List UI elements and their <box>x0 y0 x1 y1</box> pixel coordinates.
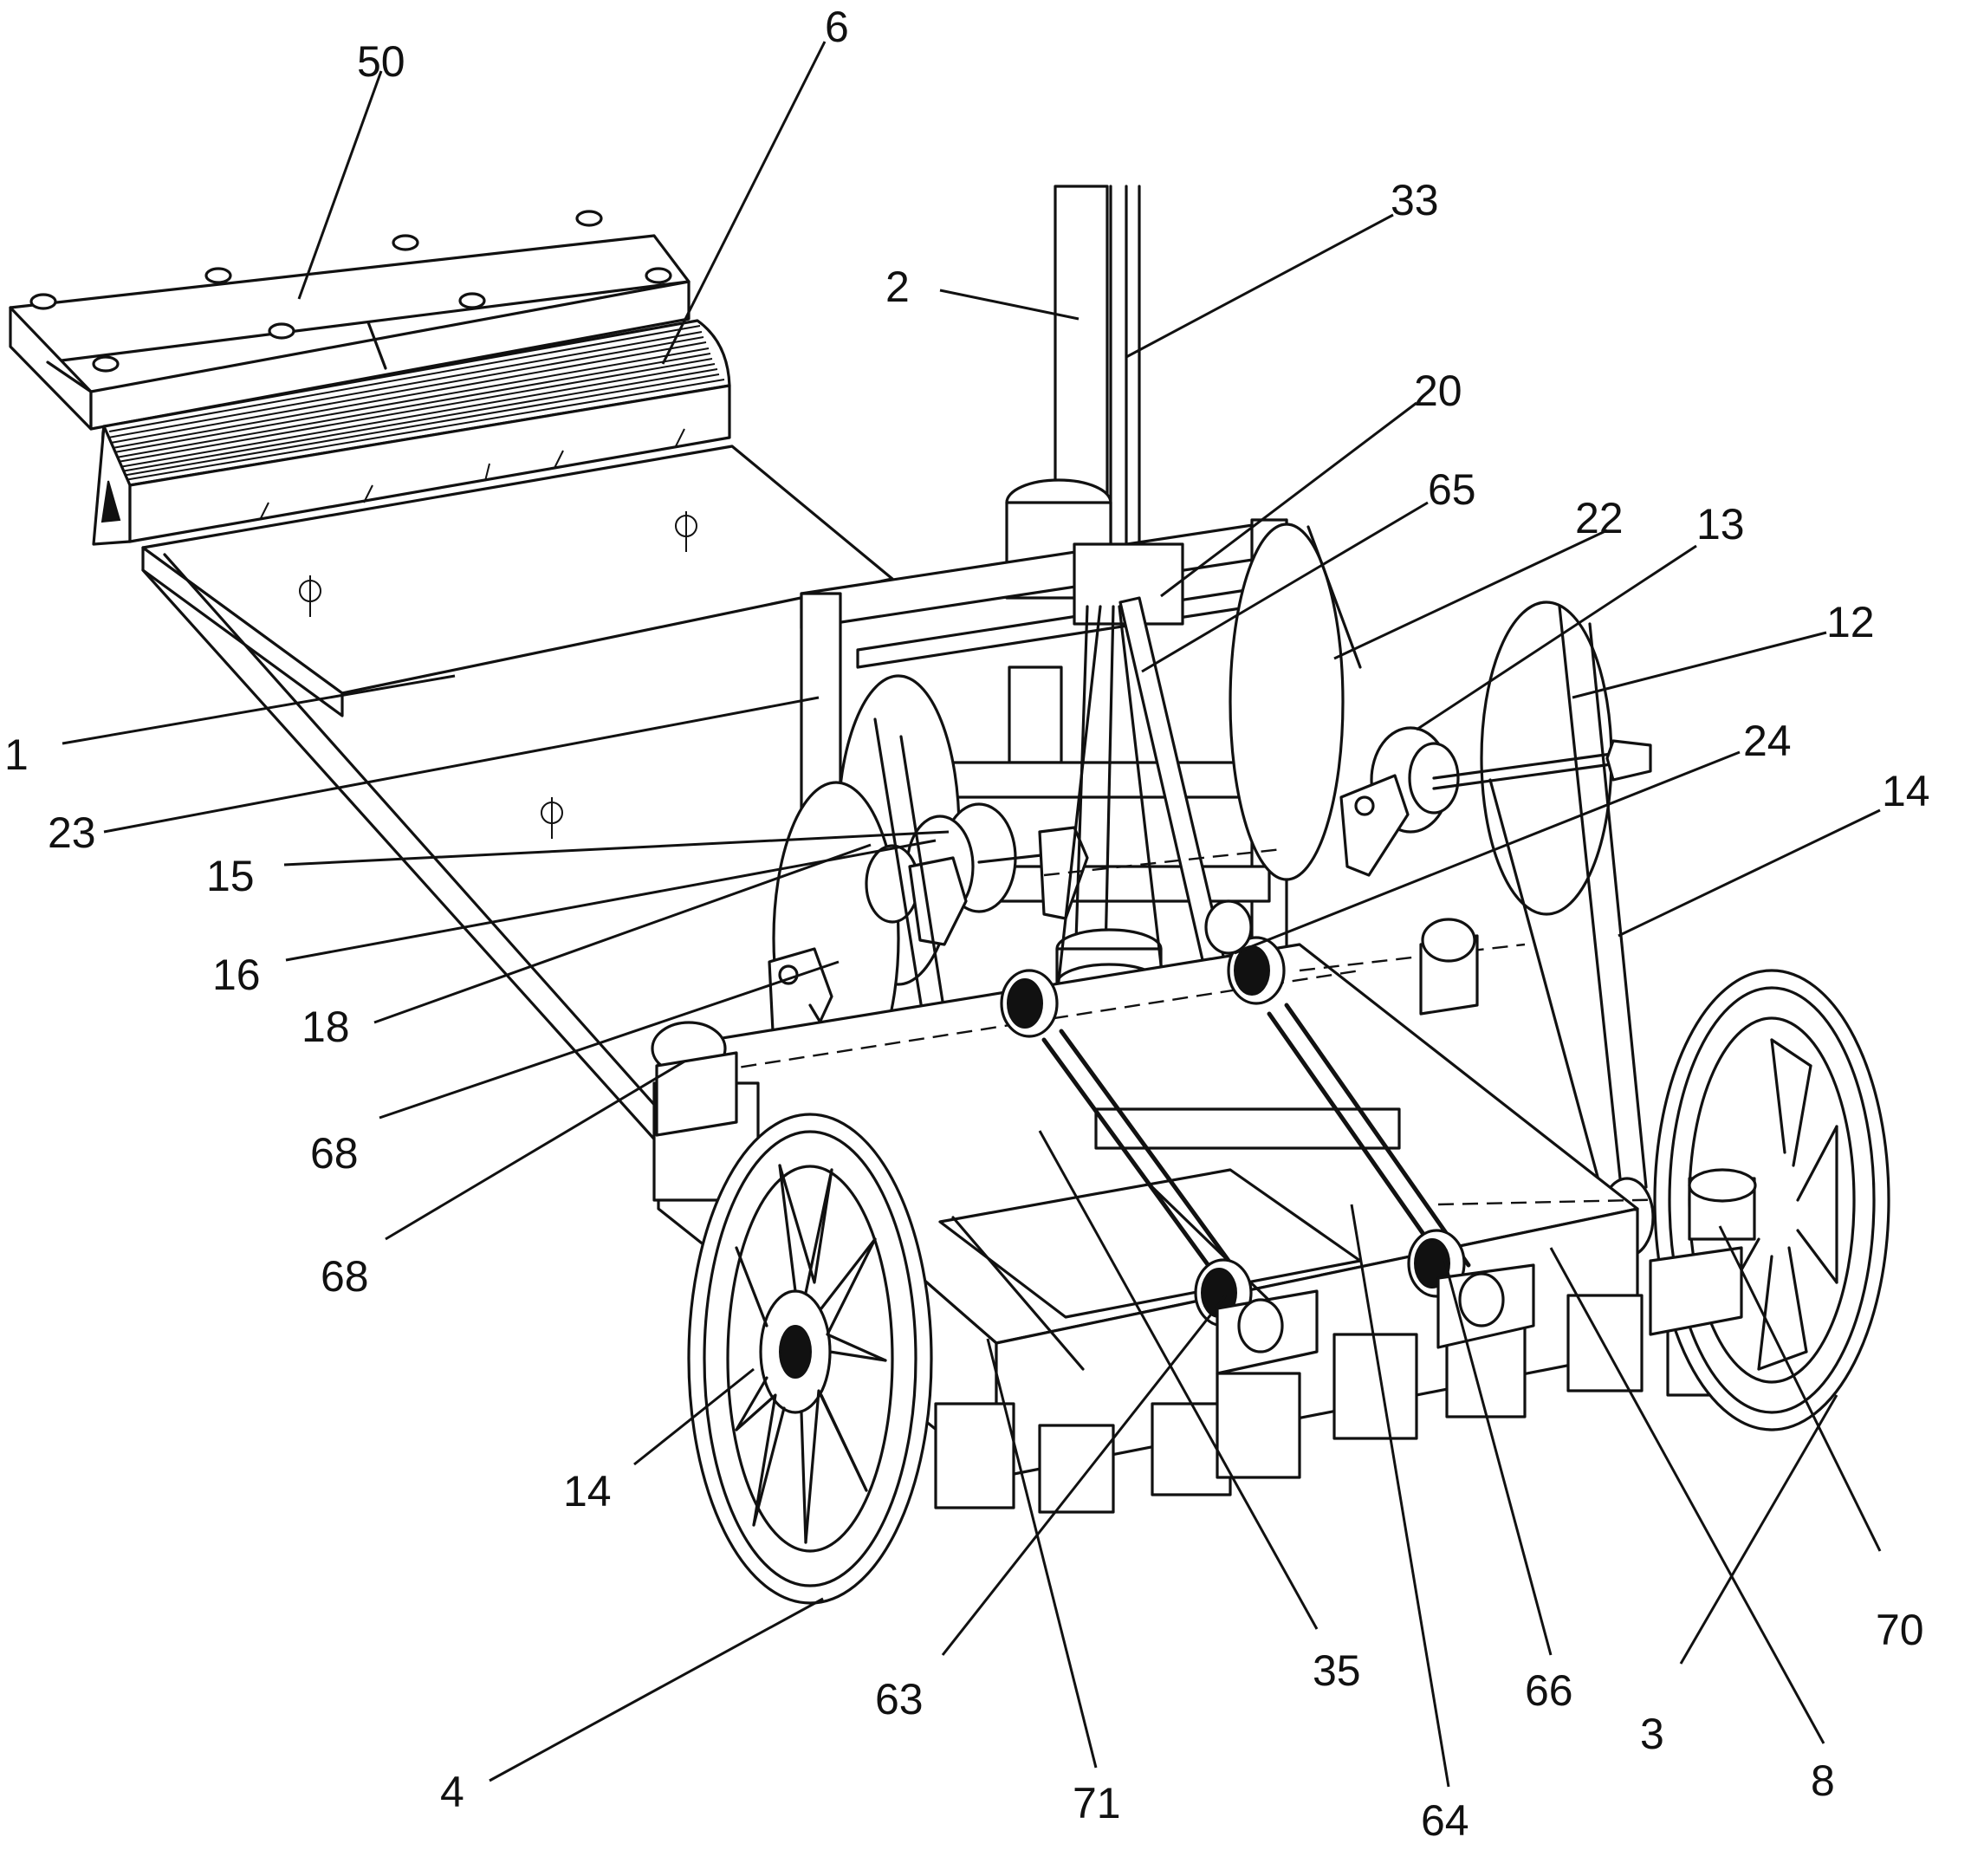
brush-roller <box>92 319 731 546</box>
plate-screw-marks <box>299 511 697 839</box>
label-2: 2 <box>885 263 910 311</box>
label-22: 22 <box>1575 494 1624 542</box>
label-18: 18 <box>301 1003 350 1051</box>
label-65: 65 <box>1428 465 1476 514</box>
base-plate <box>141 445 894 1146</box>
label-15: 15 <box>206 852 255 900</box>
label-23: 23 <box>48 808 96 857</box>
brush-housing <box>9 210 690 431</box>
label-14-left: 14 <box>563 1467 612 1516</box>
label-13: 13 <box>1696 500 1745 549</box>
label-3: 3 <box>1640 1710 1664 1758</box>
label-64: 64 <box>1421 1796 1469 1845</box>
reference-labels: 50 6 33 2 20 65 22 13 12 24 14 1 23 15 1… <box>4 3 1930 1845</box>
wheel-bearings <box>651 918 1479 1137</box>
label-14-right: 14 <box>1882 767 1930 815</box>
housing-bolts <box>29 210 672 373</box>
label-24: 24 <box>1743 717 1792 765</box>
label-4: 4 <box>440 1768 464 1816</box>
spools <box>1000 899 1466 1327</box>
label-12: 12 <box>1826 598 1875 646</box>
label-1: 1 <box>4 730 29 779</box>
label-8: 8 <box>1811 1756 1835 1805</box>
handle-poles <box>1005 185 1141 600</box>
wheel-left <box>687 1113 933 1605</box>
wheel-right <box>1649 969 1890 1431</box>
label-35: 35 <box>1313 1646 1361 1695</box>
label-70: 70 <box>1876 1606 1924 1654</box>
label-68-lower: 68 <box>321 1252 369 1301</box>
label-50: 50 <box>357 37 405 86</box>
label-6: 6 <box>825 3 849 51</box>
small-pulleys <box>865 726 1613 924</box>
label-71: 71 <box>1073 1779 1121 1827</box>
label-63: 63 <box>875 1675 924 1723</box>
leader-lines <box>62 41 1882 1788</box>
label-20: 20 <box>1414 367 1462 415</box>
bearing-blocks <box>768 739 1652 1055</box>
pulley-22 <box>1229 523 1345 881</box>
label-66: 66 <box>1525 1666 1573 1715</box>
label-68-upper: 68 <box>310 1129 359 1178</box>
drive-shafts <box>1041 1003 1471 1298</box>
label-16: 16 <box>212 951 261 999</box>
label-33: 33 <box>1391 176 1439 224</box>
